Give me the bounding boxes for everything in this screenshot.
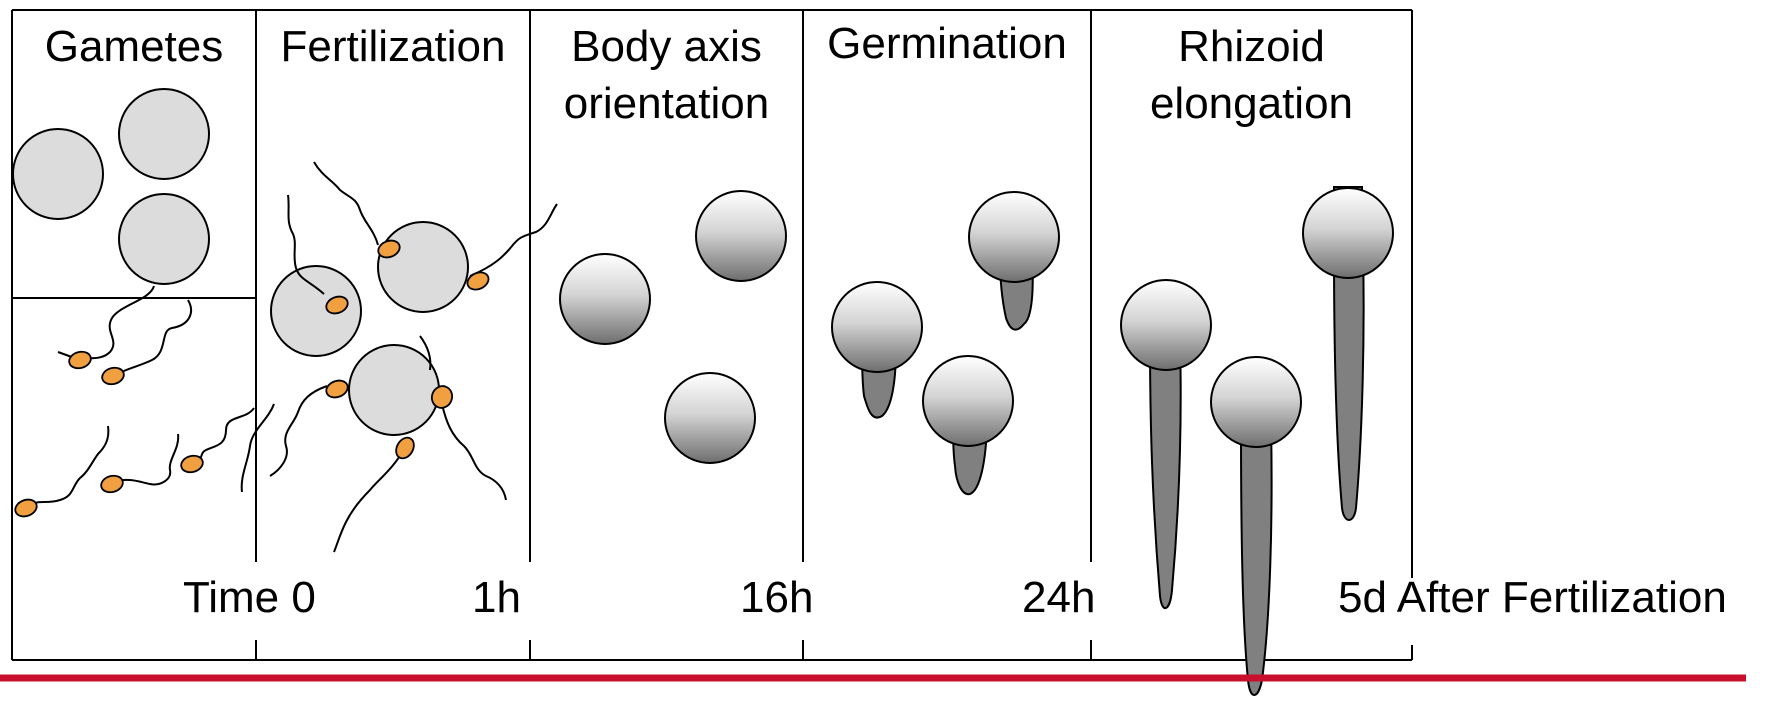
stage-label-body-axis: Body axis orientation	[530, 18, 803, 132]
time-label-5d: 5d After Fertilization	[1338, 573, 1727, 623]
stage-label-gametes: Gametes	[12, 18, 256, 75]
time-label-16h: 16h	[740, 573, 813, 623]
sperm-flagellum	[470, 204, 557, 276]
sperm-flagellum	[242, 404, 274, 492]
germinating-embryo	[832, 282, 922, 372]
stage-label-fertilization: Fertilization	[256, 18, 530, 75]
germinating-embryo	[969, 192, 1059, 282]
stage-label-line: Gametes	[12, 18, 256, 75]
egg-cell	[13, 129, 103, 219]
body-axis-zygotes	[560, 191, 786, 463]
sperm-flagellum	[270, 386, 327, 476]
time-label-24h: 24h	[1022, 573, 1095, 623]
egg-cell	[119, 89, 209, 179]
stage-label-line: Body axis	[530, 18, 803, 75]
sperm-head	[324, 378, 350, 401]
germinating-embryo	[923, 356, 1013, 446]
sperm-head	[393, 434, 418, 461]
elongating-embryo	[1121, 280, 1211, 370]
stage-label-line: Germination	[803, 15, 1091, 72]
stage-label-germination: Germination	[803, 15, 1091, 72]
sperm-flagellum	[192, 408, 254, 460]
stage-label-line: elongation	[1091, 75, 1412, 132]
fertilized-egg	[271, 266, 361, 356]
stage-label-line: Fertilization	[256, 18, 530, 75]
polarized-zygote	[665, 373, 755, 463]
stage-label-rhizoid: Rhizoid elongation	[1091, 18, 1412, 132]
sperm-flagellum	[118, 300, 191, 374]
stage-label-line: orientation	[530, 75, 803, 132]
sperm-head	[465, 269, 492, 293]
fertilization-zygotes	[242, 162, 557, 552]
gametes-sperm	[13, 286, 254, 519]
sperm-head	[100, 365, 125, 386]
rhizoid	[1150, 340, 1181, 608]
rhizoid	[1334, 250, 1364, 520]
sperm-head	[67, 349, 92, 370]
sperm-head	[99, 473, 124, 494]
sperm-flagellum	[334, 448, 405, 552]
elongating-embryo	[1211, 357, 1301, 447]
polarized-zygote	[696, 191, 786, 281]
time-label-0: Time 0	[183, 573, 316, 623]
sperm-flagellum	[442, 404, 506, 500]
stage-label-line: Rhizoid	[1091, 18, 1412, 75]
time-label-1h: 1h	[472, 573, 521, 623]
egg-cell	[119, 194, 209, 284]
gametes-eggs	[13, 89, 209, 284]
sperm-head	[13, 497, 39, 520]
polarized-zygote	[560, 254, 650, 344]
sperm-flagellum	[32, 426, 108, 504]
fertilized-egg	[378, 222, 468, 312]
sperm-flagellum	[118, 434, 178, 484]
elongating-embryo	[1303, 188, 1393, 278]
germination-embryos	[832, 192, 1059, 494]
rhizoid	[1241, 424, 1272, 695]
sperm-flagellum	[314, 162, 378, 245]
fertilized-egg	[349, 345, 439, 435]
